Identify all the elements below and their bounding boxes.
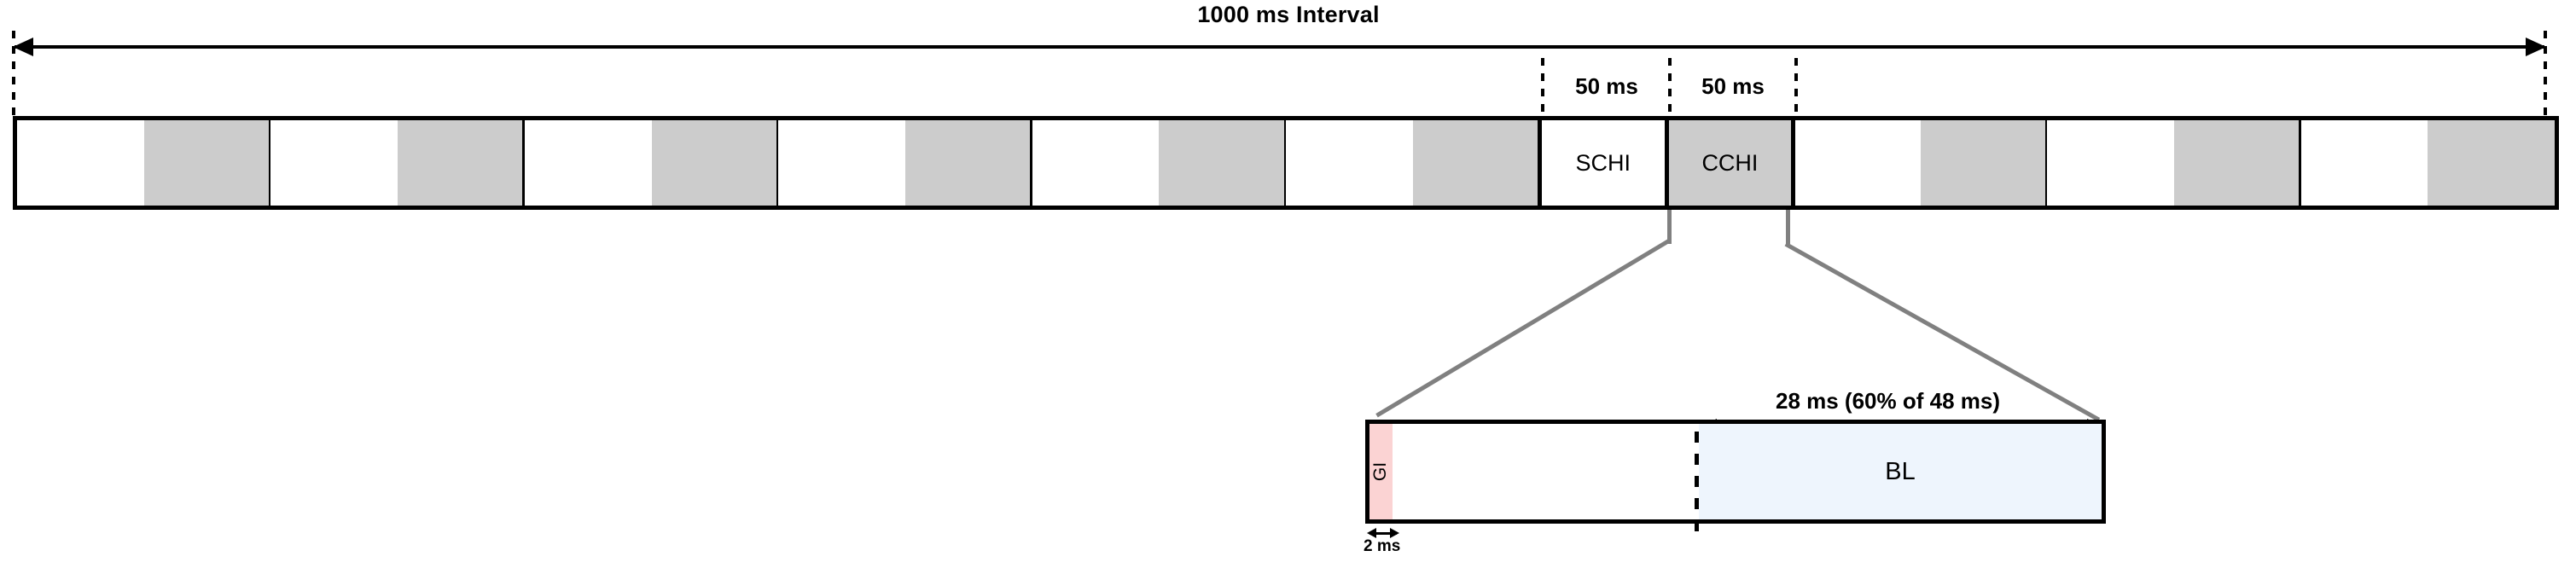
schi-right-guide <box>1668 58 1672 118</box>
detail-bl-label: BL <box>1885 457 1916 485</box>
callout-left-stub <box>1667 210 1672 244</box>
detail-segment-gi <box>1369 424 1393 519</box>
timeline-slot <box>2300 120 2428 206</box>
detail-bl-start-guide <box>1695 432 1699 534</box>
cchi-duration-label: 50 ms <box>1701 73 1765 99</box>
timeline-slot <box>904 120 1032 206</box>
timeline-slot <box>1032 120 1160 206</box>
gi-dim-line <box>1369 532 1397 535</box>
timeline-slot <box>524 120 652 206</box>
schi-left-guide <box>1541 58 1544 118</box>
interval-title: 1000 ms Interval <box>1197 2 1380 27</box>
detail-box: GI BL <box>1365 420 2106 524</box>
cchi-right-guide <box>1794 58 1798 118</box>
timeline-slot <box>143 120 271 206</box>
schi-duration-label: 50 ms <box>1575 73 1638 99</box>
timeline-slot <box>1920 120 2048 206</box>
detail-gi-label: GI <box>1370 461 1391 482</box>
timeline-slot <box>778 120 905 206</box>
timeline-slot-label-cchi: CCHI <box>1701 149 1759 176</box>
timeline-slot <box>2173 120 2301 206</box>
detail-segment-bl <box>1699 424 2102 519</box>
callout-left-diagonal <box>1375 238 1671 418</box>
timeline-slot <box>1412 120 1540 206</box>
timeline-slot <box>270 120 398 206</box>
timeline-bar: SCHI CCHI <box>13 116 2559 210</box>
callout-right-stub <box>1786 210 1790 244</box>
timeline-slot <box>2047 120 2174 206</box>
timeline-slot <box>398 120 525 206</box>
timeline-slot <box>1159 120 1286 206</box>
interval-end-guide <box>2544 31 2547 118</box>
interval-arrow-right-head <box>2526 38 2546 56</box>
interval-arrow-line <box>15 45 2544 49</box>
bl-duration-label: 28 ms (60% of 48 ms) <box>1775 388 2000 414</box>
timeline-slot <box>651 120 779 206</box>
timeline-slot <box>17 120 144 206</box>
timeline-divider-highlight <box>1664 120 1669 206</box>
timeline-divider-highlight <box>1537 120 1542 206</box>
timeline-slot <box>1666 120 1794 206</box>
timeline-slot <box>2428 120 2555 206</box>
timeline-divider-highlight <box>1791 120 1796 206</box>
timeline-slot <box>1539 120 1667 206</box>
timeline-slot-label-schi: SCHI <box>1575 149 1631 176</box>
interval-start-guide <box>12 31 15 118</box>
gi-dim-right-head <box>1390 528 1399 538</box>
timeline-slot <box>1793 120 1921 206</box>
gi-duration-label: 2 ms <box>1364 537 1401 555</box>
timeline-slot <box>1286 120 1413 206</box>
